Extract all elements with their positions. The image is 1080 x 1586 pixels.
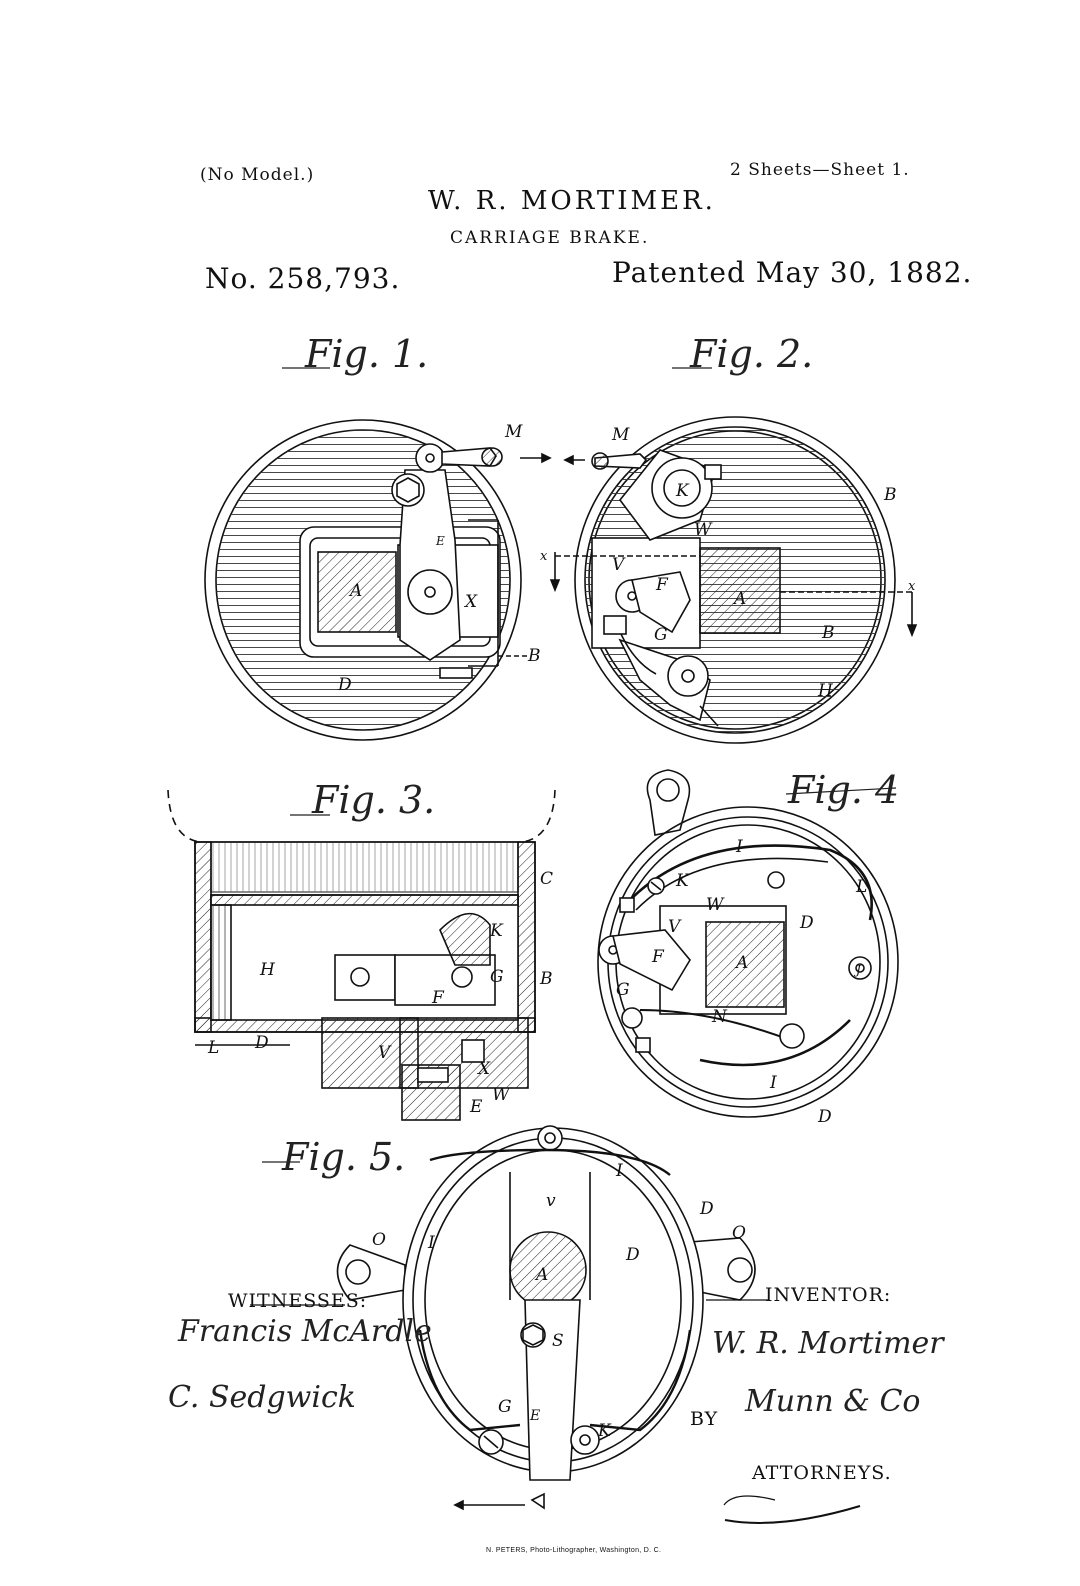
fig4-part-V: V: [668, 917, 682, 937]
fig4-part-I: I: [735, 837, 743, 857]
fig1-label: Fig. 1.: [305, 332, 429, 376]
fig5-part-I2: I: [427, 1233, 435, 1253]
fig2-part-W: W: [694, 520, 713, 540]
fig1-part-M: M: [504, 422, 523, 442]
witness-signature-1: Francis McArdle: [178, 1314, 432, 1349]
fig2-part-B2: B: [821, 623, 835, 643]
fig5-drawing: [336, 1125, 756, 1511]
fig4-part-D2: D: [817, 1107, 832, 1127]
sheet-count: 2 Sheets—Sheet 1.: [730, 160, 910, 180]
attorney-signature: Munn & Co: [745, 1384, 921, 1419]
witnesses-label: WITNESSES:: [228, 1290, 368, 1312]
fig5-part-D2: D: [625, 1245, 640, 1265]
fig4-label: Fig. 4: [788, 768, 900, 812]
lithographer-footer: N. PETERS, Photo-Lithographer, Washingto…: [486, 1547, 662, 1554]
fig2-label: Fig. 2.: [690, 332, 814, 376]
fig4-part-G: G: [616, 980, 630, 1000]
fig4-part-A: A: [734, 953, 748, 973]
inventor-label: INVENTOR:: [765, 1284, 892, 1306]
fig5-part-G: G: [498, 1397, 512, 1417]
fig4-part-W: W: [706, 895, 725, 915]
fig3-part-W: W: [492, 1085, 511, 1105]
fig5-label: Fig. 5.: [282, 1135, 406, 1179]
fig4-part-N: N: [711, 1007, 728, 1027]
fig3-part-C: C: [540, 869, 553, 889]
fig2-part-B: B: [883, 485, 897, 505]
model-note: (No Model.): [200, 165, 315, 185]
fig5-part-A: A: [534, 1265, 548, 1285]
fig5-part-I: I: [615, 1161, 623, 1181]
fig3-part-K: K: [489, 921, 504, 941]
fig2-part-G: G: [654, 625, 668, 645]
fig4-part-D: D: [799, 913, 814, 933]
witness-signature-2: C. Sedgwick: [168, 1380, 356, 1415]
fig5-part-K: K: [597, 1421, 612, 1441]
invention-title: CARRIAGE BRAKE.: [450, 228, 650, 248]
fig3-drawing: [167, 789, 556, 1121]
fig2-part-K: K: [675, 481, 690, 501]
fig3-part-B: B: [539, 969, 553, 989]
fig1-part-E: E: [435, 534, 445, 548]
fig2-part-x2: x: [908, 579, 916, 594]
by-label: BY: [690, 1408, 719, 1430]
inventor-signature: W. R. Mortimer: [712, 1326, 944, 1361]
fig5-part-S: S: [552, 1331, 564, 1351]
fig2-part-x: x: [540, 549, 548, 564]
fig5-part-V: v: [546, 1191, 556, 1211]
fig1-part-A: A: [348, 581, 362, 601]
fig3-part-F: F: [431, 988, 445, 1008]
patent-date: Patented May 30, 1882.: [612, 256, 973, 289]
fig3-part-E: E: [469, 1097, 483, 1117]
fig3-label: Fig. 3.: [312, 778, 436, 822]
fig3-part-L: L: [207, 1038, 219, 1058]
fig1-part-X: X: [463, 592, 478, 612]
fig3-part-H: H: [259, 960, 276, 980]
fig2-part-V: V: [612, 555, 626, 575]
fig3-part-D: D: [254, 1033, 269, 1053]
fig3-part-G: G: [490, 967, 504, 987]
fig5-part-O: O: [372, 1230, 386, 1250]
inventor-name: W. R. MORTIMER.: [428, 186, 716, 216]
fig4-drawing: [597, 769, 899, 1118]
fig4-part-J: J: [853, 963, 862, 977]
fig3-part-X: X: [476, 1059, 491, 1079]
fig2-part-A: A: [732, 589, 746, 609]
fig4-part-I2: I: [769, 1073, 777, 1093]
fig3-part-V: V: [378, 1043, 392, 1063]
fig4-part-L: L: [855, 877, 867, 897]
fig2-part-H: H: [817, 681, 834, 701]
fig2-drawing: [549, 416, 918, 744]
fig1-part-D: D: [337, 675, 352, 695]
patent-number: No. 258,793.: [205, 262, 401, 295]
fig5-part-D: D: [699, 1199, 714, 1219]
fig2-part-F: F: [655, 575, 669, 595]
fig5-part-E: E: [529, 1408, 540, 1424]
fig1-part-B: B: [527, 646, 541, 666]
attorneys-label: ATTORNEYS.: [752, 1462, 892, 1484]
fig4-part-F: F: [651, 947, 665, 967]
fig2-part-M: M: [611, 425, 630, 445]
fig5-part-O2: O: [732, 1223, 746, 1243]
fig4-part-K: K: [675, 871, 690, 891]
fig1-drawing: [204, 419, 552, 741]
